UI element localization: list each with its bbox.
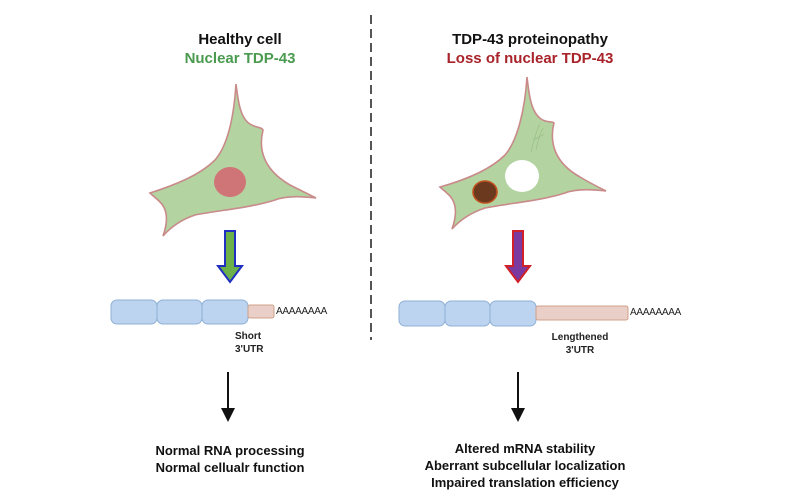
exon-3 bbox=[489, 300, 537, 327]
healthy-nucleus bbox=[214, 167, 246, 197]
short-utr-label: Short 3'UTR bbox=[235, 331, 264, 355]
outcome-item: Normal RNA processing bbox=[155, 443, 305, 458]
tdp43-aggregate bbox=[472, 180, 498, 204]
nuclear-tdp43-subtitle: Nuclear TDP-43 bbox=[184, 50, 296, 67]
right-outcome-arrow bbox=[511, 372, 525, 422]
poly-a-tail-right: AAAAAAAA bbox=[630, 307, 681, 318]
proteinopathy-cell-body bbox=[438, 76, 607, 230]
exon-2 bbox=[156, 299, 203, 325]
cytoskeleton-fibers bbox=[530, 123, 545, 153]
proteinopathy-title: TDP-43 proteinopathy bbox=[452, 31, 608, 48]
outcome-item: Aberrant subcellular localization bbox=[424, 458, 626, 473]
exon-2 bbox=[444, 300, 491, 327]
exon-3 bbox=[201, 299, 249, 325]
empty-nucleus bbox=[505, 160, 539, 192]
left-outcome-arrow bbox=[221, 372, 235, 422]
healthy-cell-title-block: Healthy cell Nuclear TDP-43 bbox=[140, 30, 340, 68]
poly-a-tail-left: AAAAAAAA bbox=[276, 306, 327, 317]
healthy-cell-title: Healthy cell bbox=[198, 31, 282, 48]
short-utr-mrna bbox=[110, 299, 275, 325]
lengthened-3utr bbox=[535, 305, 629, 321]
short-3utr bbox=[247, 304, 275, 319]
lengthened-utr-mrna bbox=[398, 300, 629, 327]
proteinopathy-title-block: TDP-43 proteinopathy Loss of nuclear TDP… bbox=[410, 30, 650, 68]
outcome-item: Impaired translation efficiency bbox=[431, 475, 619, 490]
green-down-arrow bbox=[216, 230, 244, 284]
lengthened-utr-label: Lengthened 3'UTR bbox=[551, 332, 609, 356]
outcome-item: Normal cellualr function bbox=[155, 460, 305, 475]
healthy-outcomes: Normal RNA processing Normal cellualr fu… bbox=[120, 442, 340, 476]
proteinopathy-cell bbox=[438, 76, 607, 230]
red-down-arrow bbox=[504, 230, 532, 284]
outcome-item: Altered mRNA stability bbox=[454, 441, 596, 456]
exon-1 bbox=[398, 300, 446, 327]
loss-nuclear-tdp43-subtitle: Loss of nuclear TDP-43 bbox=[446, 50, 614, 67]
proteinopathy-outcomes: Altered mRNA stability Aberrant subcellu… bbox=[395, 440, 655, 491]
healthy-cell bbox=[148, 83, 317, 237]
exon-1 bbox=[110, 299, 158, 325]
healthy-cell-body bbox=[148, 83, 317, 237]
